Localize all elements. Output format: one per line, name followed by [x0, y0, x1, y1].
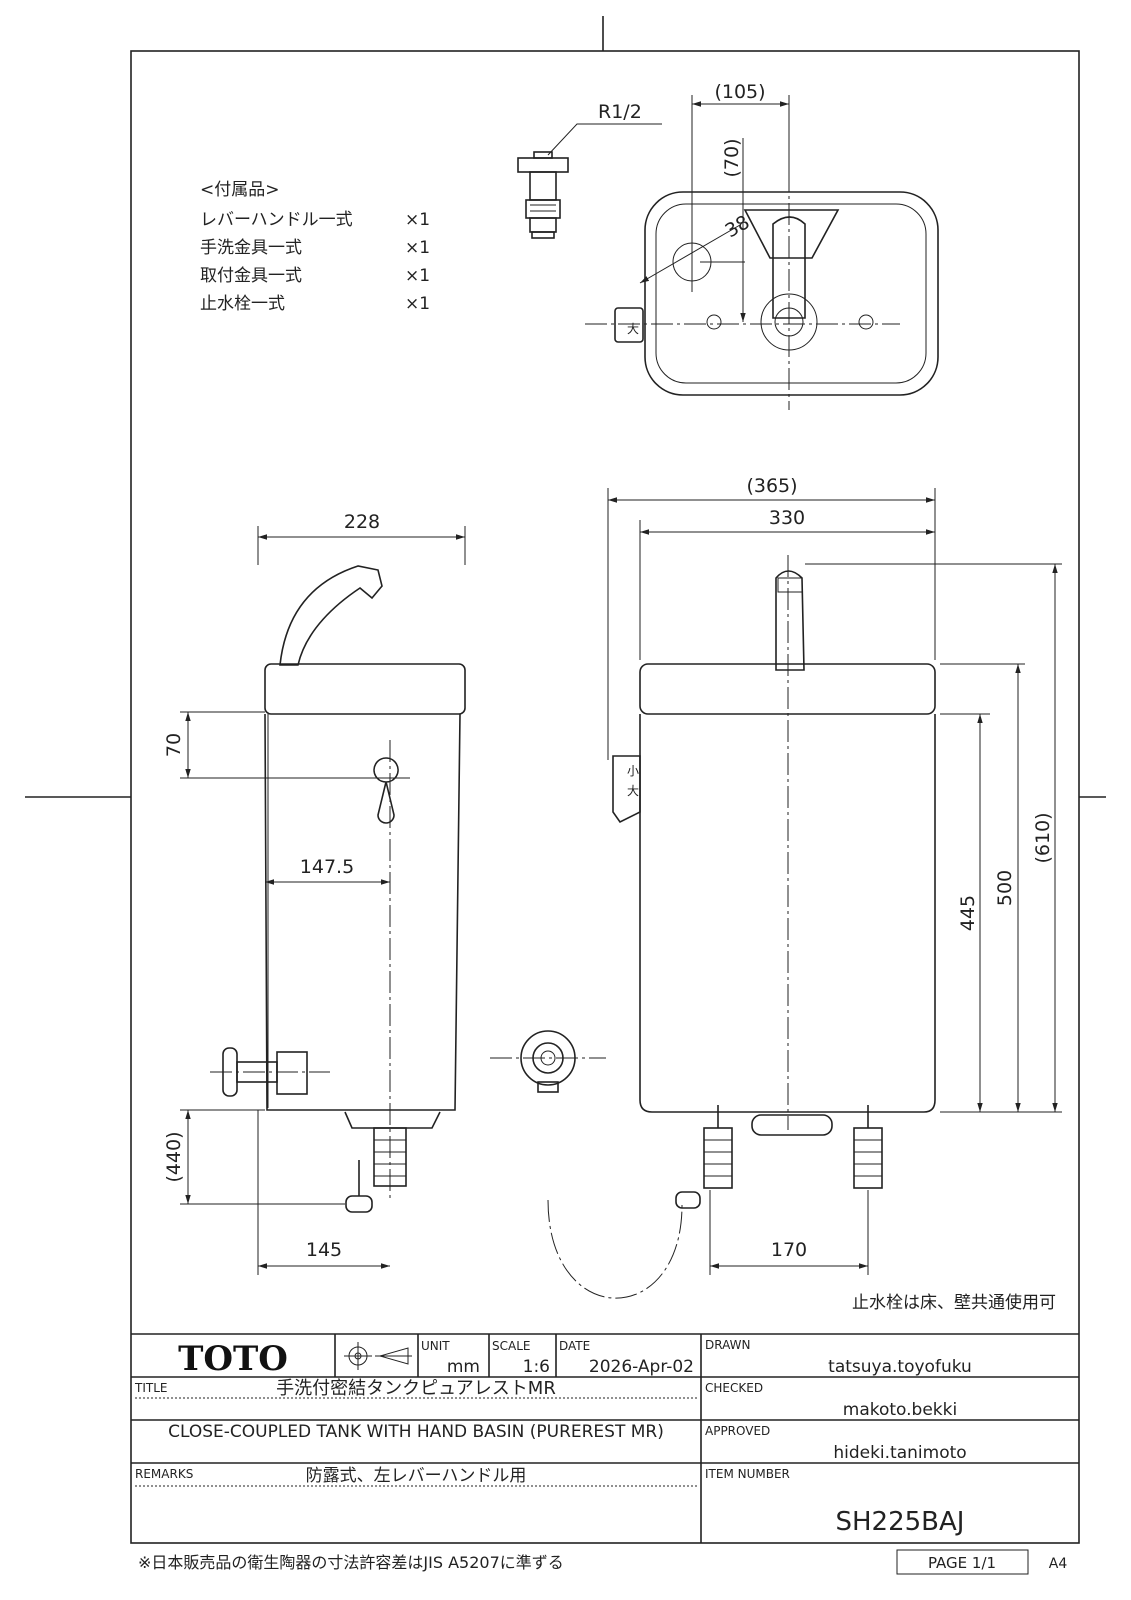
sheet-border	[25, 16, 1106, 1544]
item-number-value: SH225BAJ	[836, 1507, 965, 1537]
accessory-name: 取付金具一式	[200, 266, 302, 286]
approved-label: APPROVED	[705, 1424, 770, 1438]
title-japanese: 手洗付密結タンクピュアレストMR	[276, 1378, 556, 1399]
accessory-qty: ×1	[405, 210, 430, 230]
accessories-list: <付属品> レバーハンドル一式 ×1 手洗金具一式 ×1 取付金具一式 ×1 止…	[200, 180, 430, 314]
valve-usage-note: 止水栓は床、壁共通使用可	[852, 1292, 1056, 1313]
dimension-440: (440)	[163, 1131, 185, 1182]
accessory-name: 止水栓一式	[200, 294, 285, 314]
drawn-label: DRAWN	[705, 1338, 751, 1352]
scale-label: SCALE	[492, 1339, 530, 1353]
approved-value: hideki.tanimoto	[833, 1443, 966, 1463]
dimension-500: 500	[994, 870, 1016, 906]
title-block: TOTO UNIT mm SCALE 1:6 DATE 2026-Apr-02 …	[131, 1333, 1079, 1543]
dimension-330: 330	[769, 507, 805, 529]
accessory-qty: ×1	[405, 238, 430, 258]
tolerance-note: ※日本販売品の衛生陶器の寸法許容差はJIS A5207に準ずる	[138, 1553, 564, 1572]
date-value: 2026-Apr-02	[589, 1357, 694, 1377]
page-box	[896, 1549, 1029, 1575]
dimension-70-side: 70	[163, 733, 185, 757]
side-view: 228 70 147.5 (440) 145	[163, 511, 466, 1275]
front-view: (365) 330 小 大 445 500 (610)	[607, 475, 1062, 1275]
thread-label: R1/2	[598, 101, 642, 123]
dimension-70-plan: (70)	[721, 138, 743, 177]
date-label: DATE	[559, 1339, 590, 1353]
dimension-170: 170	[771, 1239, 807, 1261]
projection-symbol-icon	[344, 1342, 412, 1370]
toto-logo: TOTO	[178, 1339, 288, 1379]
paper-size: A4	[1049, 1556, 1068, 1572]
accessories-title: <付属品>	[200, 180, 280, 200]
unit-label: UNIT	[421, 1339, 450, 1353]
plan-view: (105) (70) 38 大	[585, 81, 939, 410]
accessory-qty: ×1	[405, 266, 430, 286]
dimension-145: 145	[306, 1239, 342, 1261]
dimension-105: (105)	[714, 81, 765, 103]
dimension-228: 228	[344, 511, 380, 533]
dimension-445: 445	[957, 895, 979, 931]
page-number: PAGE 1/1	[928, 1554, 996, 1572]
stop-valve-detail: R1/2	[517, 101, 662, 239]
drawn-value: tatsuya.toyofuku	[828, 1357, 972, 1377]
large-flush-mark: 大	[627, 322, 639, 336]
connector-detail	[490, 1030, 683, 1299]
remarks-label: REMARKS	[135, 1467, 193, 1481]
large-flush-mark-front: 大	[627, 784, 639, 798]
unit-value: mm	[447, 1357, 480, 1377]
dimension-610: (610)	[1032, 812, 1054, 863]
accessory-name: 手洗金具一式	[200, 238, 302, 258]
small-flush-mark: 小	[627, 764, 639, 778]
checked-value: makoto.bekki	[843, 1400, 957, 1420]
dimension-365: (365)	[746, 475, 797, 497]
title-label: TITLE	[134, 1381, 167, 1395]
title-english: CLOSE-COUPLED TANK WITH HAND BASIN (PURE…	[168, 1422, 664, 1442]
scale-value: 1:6	[523, 1357, 550, 1377]
dimension-147-5: 147.5	[300, 856, 354, 878]
remarks-value: 防露式、左レバーハンドル用	[306, 1466, 527, 1486]
accessory-name: レバーハンドル一式	[200, 210, 353, 230]
accessory-qty: ×1	[405, 294, 430, 314]
checked-label: CHECKED	[705, 1381, 763, 1395]
item-number-label: ITEM NUMBER	[705, 1467, 790, 1481]
